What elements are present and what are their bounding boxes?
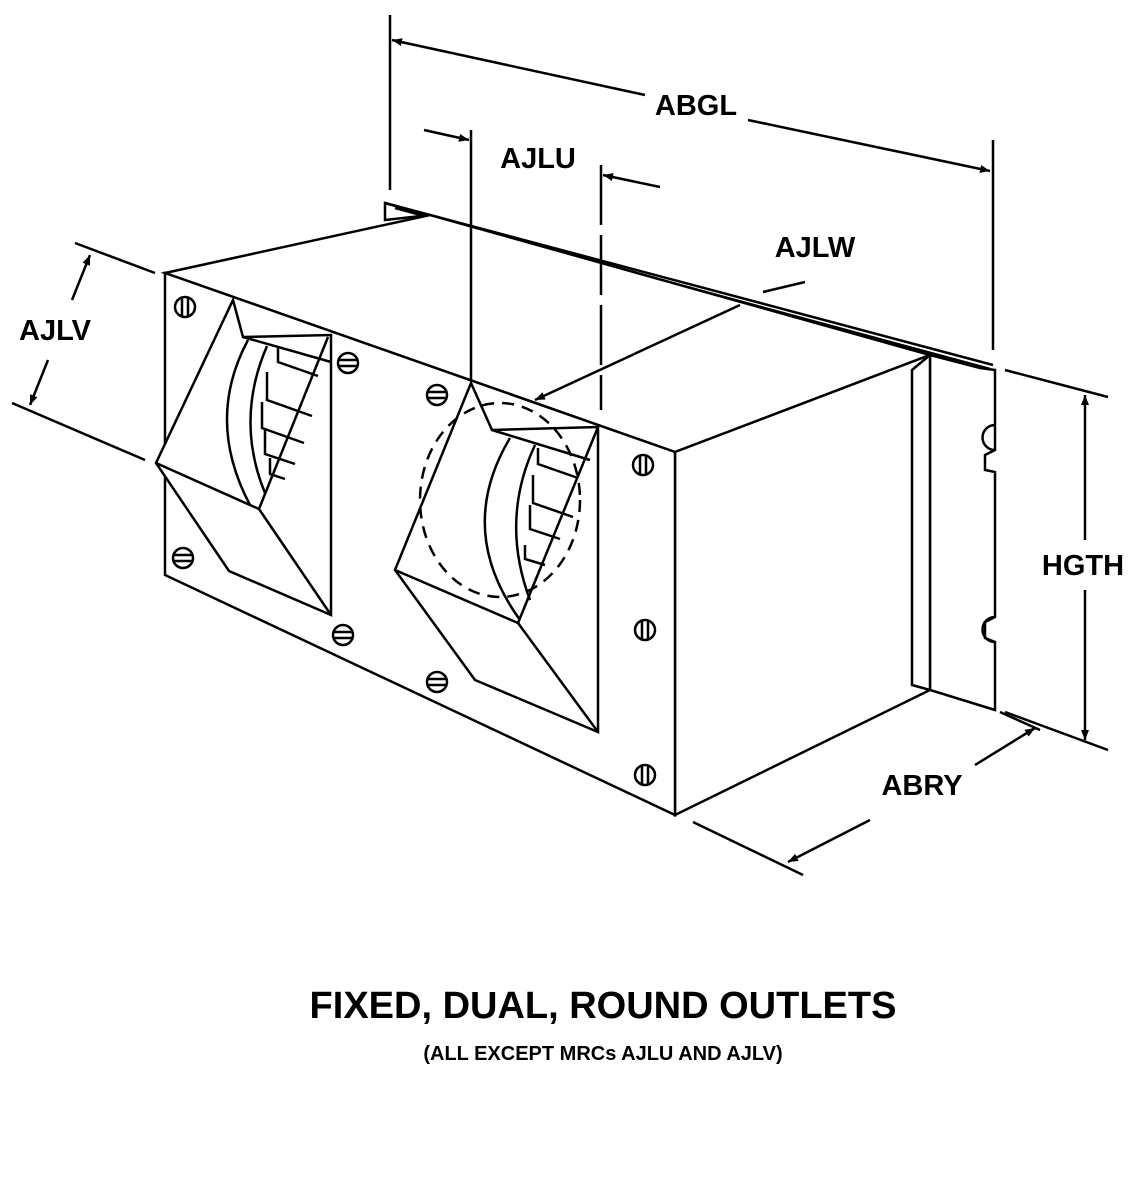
dimension-hgth: HGTH (1004, 368, 1124, 752)
screw-icon (633, 763, 657, 787)
screw-icon (336, 351, 360, 375)
svg-text:ABRY: ABRY (881, 770, 962, 802)
screw-icon (633, 618, 657, 642)
outlet-right (393, 379, 600, 734)
dimension-ajlw: AJLW (534, 232, 856, 402)
screws (171, 295, 657, 787)
svg-text:HGTH: HGTH (1042, 550, 1124, 582)
svg-text:AJLV: AJLV (19, 315, 92, 347)
screw-icon (425, 383, 449, 407)
diagram-subtitle: (ALL EXCEPT MRCs AJLU AND AJLV) (423, 1043, 783, 1065)
outlet-left (154, 296, 333, 617)
svg-text:AJLW: AJLW (775, 232, 856, 264)
screw-icon (425, 670, 449, 694)
screw-icon (173, 295, 197, 319)
svg-text:ABGL: ABGL (655, 90, 737, 122)
diagram-title: FIXED, DUAL, ROUND OUTLETS (309, 985, 897, 1027)
dimension-abry: ABRY (692, 710, 1041, 877)
dimension-ajlv: AJLV (11, 241, 156, 462)
dimension-abgl: ABGL (388, 15, 995, 350)
screw-icon (331, 623, 355, 647)
dimension-ajlu: AJLU (423, 128, 661, 410)
screw-icon (171, 546, 195, 570)
screw-icon (631, 453, 655, 477)
svg-text:AJLU: AJLU (500, 143, 576, 175)
